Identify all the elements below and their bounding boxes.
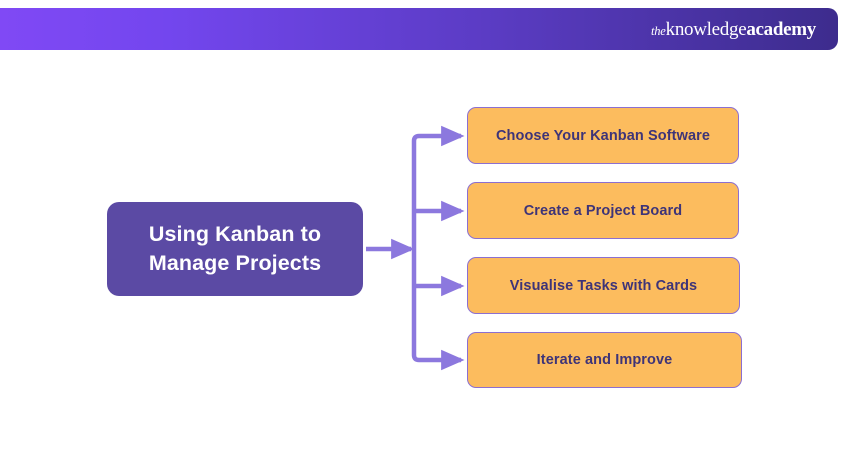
root-node-label-line1: Using Kanban to [148,222,322,247]
branch-node-2: Create a Project Board [467,182,739,239]
header-bar: theknowledgeacademy [0,8,838,50]
branch-node-3: Visualise Tasks with Cards [467,257,740,314]
brand-logo-prefix: the [650,23,666,38]
branch-node-1-label: Choose Your Kanban Software [495,127,711,144]
branch-node-1: Choose Your Kanban Software [467,107,739,164]
root-node: Using Kanban to Manage Projects [107,202,363,296]
brand-logo-middle: knowledge [665,18,747,40]
root-node-label: Using Kanban to Manage Projects [149,220,321,277]
branch-node-2-label: Create a Project Board [523,202,683,219]
branch-node-4: Iterate and Improve [467,332,742,388]
brand-logo-suffix: academy [746,18,816,40]
branch-node-4-label: Iterate and Improve [536,352,673,368]
brand-logo: theknowledgeacademy [651,20,816,39]
connector-trunk [411,133,427,363]
root-node-label-line2: Manage Projects [148,251,322,275]
branch-node-3-label: Visualise Tasks with Cards [509,277,698,294]
